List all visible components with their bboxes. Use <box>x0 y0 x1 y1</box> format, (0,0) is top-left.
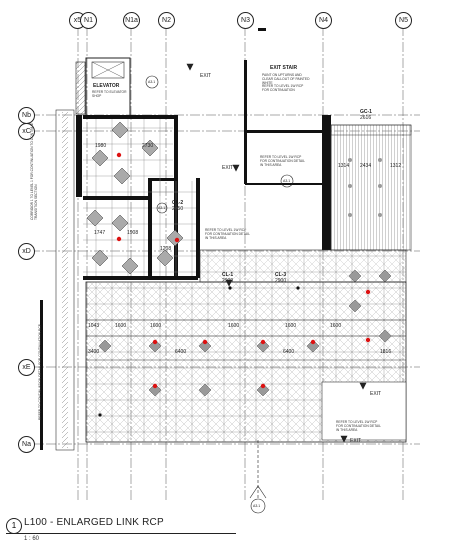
dim-1312: 1312 <box>390 163 402 169</box>
dim-6400-a: 6400 <box>175 349 187 355</box>
ceiling-height-cl2: 2450 <box>172 206 184 212</box>
section-callouts <box>145 75 294 514</box>
exit-label-3: EXIT <box>370 391 382 397</box>
dim-1600-b: 1600 <box>150 323 162 329</box>
grid-bubble-n1: N1 <box>80 12 97 29</box>
stair-note-2: REFER TO LEVEL 1W RCP FOR CONTINUATION <box>262 84 304 92</box>
dim-1600-c: 1600 <box>228 323 240 329</box>
dim-1600-a: 1600 <box>115 323 127 329</box>
title-block: 1 L100 - ENLARGED LINK RCP 1 : 60 <box>4 508 244 554</box>
ceiling-height-gc1: 2616 <box>360 115 372 121</box>
callout-4: A3.1 <box>253 504 261 508</box>
view-title: L100 - ENLARGED LINK RCP <box>24 517 164 528</box>
dim-1747: 1747 <box>94 230 106 236</box>
stair-note: PAINT ON UPTURNS AND CLEAR CALLOUT OF PA… <box>262 73 310 85</box>
left-corridor <box>55 109 75 451</box>
dim-3400: 3400 <box>88 349 100 355</box>
grid-bubble-na: Na <box>18 436 35 453</box>
stair-area <box>330 124 412 251</box>
exit-signs <box>186 63 367 443</box>
callout-2: A3.1 <box>283 179 291 183</box>
ceiling-type-cl1: CL-1 <box>222 272 234 278</box>
grid-bubble-n4: N4 <box>315 12 332 29</box>
grid-bubble-n3: N3 <box>237 12 254 29</box>
callout-3: A3.1 <box>158 206 166 210</box>
ceiling-type-gc1: GC-1 <box>360 109 372 115</box>
dim-1043: 1043 <box>88 323 100 329</box>
view-number: 1 <box>6 518 22 534</box>
callout-1: A3.1 <box>148 80 156 84</box>
exit-note: REFER TO LEVEL 1W RCP FOR CONTINUATION D… <box>260 155 305 167</box>
grid-bubble-xc: xC <box>18 123 35 140</box>
exit-label-2: EXIT <box>222 165 234 171</box>
side-note-2: REFER TO CONTINUATION DETAIL FOR CONTINU… <box>38 324 42 420</box>
exit-note-2: REFER TO LEVEL 1W RCP FOR CONTINUATION D… <box>336 420 381 432</box>
elevator-note: REFER TO ELEVATOR SHOP <box>92 90 127 98</box>
ceiling-type-cl2: CL-2 <box>172 200 184 206</box>
exit-label-4: EXIT <box>350 438 362 444</box>
corridor-ceiling <box>85 249 407 443</box>
grid-bubble-n5: N5 <box>395 12 412 29</box>
exit-label-1: EXIT <box>200 73 212 79</box>
grid-bubble-n2: N2 <box>158 12 175 29</box>
dim-1314: 1314 <box>338 163 350 169</box>
exit-stair-label: EXIT STAIR <box>270 65 298 71</box>
grid-bubble-xe: xE <box>18 359 35 376</box>
ceiling-type-cl3: CL-3 <box>275 272 287 278</box>
dim-6400-b: 6400 <box>283 349 295 355</box>
grid-bubble-n1a: N1a <box>123 12 140 29</box>
dim-1816: 1816 <box>380 349 392 355</box>
toilet-rooms <box>83 119 196 276</box>
grid-bubble-xd: xD <box>18 243 35 260</box>
ceiling-height-cl1: 2900 <box>222 278 234 284</box>
elevator-label: ELEVATOR <box>93 83 120 89</box>
dim-2434: 2434 <box>360 163 372 169</box>
dim-1600-d: 1600 <box>285 323 297 329</box>
dim-1908: 1908 <box>127 230 139 236</box>
view-scale: 1 : 60 <box>24 536 40 542</box>
title-underline <box>6 533 236 534</box>
dim-2730: 2730 <box>142 143 154 149</box>
dim-1208: 1208 <box>160 246 172 252</box>
ceiling-height-cl3: 2900 <box>275 278 287 284</box>
corridor-note: REFER TO LEVEL 1W RCP FOR CONTINUATION D… <box>205 228 250 240</box>
dim-1600-e: 1600 <box>330 323 342 329</box>
dim-1980: 1980 <box>95 143 107 149</box>
side-note: CORRIDOR 1 TO LEVEL 1 FOR CONTINUATION T… <box>30 122 38 220</box>
